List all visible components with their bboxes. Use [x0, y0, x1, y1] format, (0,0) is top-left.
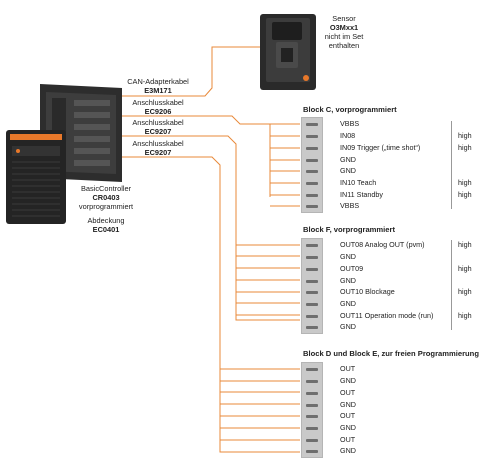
- controller-note: vorprogrammiert: [78, 202, 134, 211]
- can-cable-wire: [118, 46, 262, 97]
- block-f-pin-7: OUT11 Operation mode (run): [340, 311, 434, 320]
- block-f-title: Block F, vorprogrammiert: [303, 225, 395, 234]
- block-f-fanout: [236, 244, 300, 316]
- block-f-level-7: high: [458, 311, 472, 320]
- block-f-terminal: [301, 238, 323, 334]
- block-de-pin-3: OUT: [340, 388, 356, 397]
- cable-code-de: EC9207: [144, 148, 172, 157]
- block-c-level-7: high: [458, 190, 472, 199]
- block-c-pin-2: IN08: [340, 131, 356, 140]
- cable-code-c: EC9206: [144, 107, 172, 116]
- block-f-cable-wire: [120, 135, 300, 321]
- block-c-pin-3: IN09 Trigger („time shot“): [340, 143, 421, 152]
- block-c-terminal: [301, 117, 323, 213]
- block-f-pin-8: GND: [340, 322, 356, 331]
- block-c-level-2: high: [458, 131, 472, 140]
- block-de-terminal: [301, 362, 323, 458]
- block-f-pin-2: GND: [340, 252, 356, 261]
- sensor-note-line1: nicht im Set: [324, 32, 364, 41]
- block-f-pin-6: GND: [340, 299, 356, 308]
- cable-label-de: Anschlusskabel: [132, 139, 184, 148]
- cable-label-f: Anschlusskabel: [132, 118, 184, 127]
- block-f-pin-4: GND: [340, 276, 356, 285]
- controller-label: BasicController: [80, 184, 132, 193]
- block-c-level-3: high: [458, 143, 472, 152]
- block-c-level-6: high: [458, 178, 472, 187]
- block-de-pin-1: OUT: [340, 364, 356, 373]
- block-c-pin-7: IN11 Standby: [340, 190, 384, 199]
- block-de-cable-wire: [120, 156, 300, 453]
- block-c-title: Block C, vorprogrammiert: [303, 105, 397, 114]
- cable-label-c: Anschlusskabel: [132, 98, 184, 107]
- block-de-pin-4: GND: [340, 400, 356, 409]
- block-c-pin-1: VBBS: [340, 119, 360, 128]
- block-c-pin-5: GND: [340, 166, 356, 175]
- block-de-pin-6: GND: [340, 423, 356, 432]
- sensor-code: O3Mxx1: [329, 23, 359, 32]
- block-de-pin-2: GND: [340, 376, 356, 385]
- block-f-pin-1: OUT08 Analog OUT (pvm): [340, 240, 425, 249]
- block-c-divider: [451, 121, 452, 209]
- block-de-pin-5: OUT: [340, 411, 356, 420]
- block-de-pin-8: GND: [340, 446, 356, 455]
- block-c-fanout: [269, 124, 300, 207]
- sensor-label: Sensor: [332, 14, 356, 23]
- block-c-pin-6: IN10 Teach: [340, 178, 377, 187]
- block-c-pin-4: GND: [340, 155, 356, 164]
- cable-code-can: E3M171: [144, 86, 172, 95]
- block-de-fanout: [220, 368, 300, 441]
- cable-label-can: CAN-Adapterkabel: [127, 77, 189, 86]
- sensor-note-line2: enthalten: [328, 41, 360, 50]
- block-f-pin-3: OUT09: [340, 264, 364, 273]
- block-f-level-5: high: [458, 287, 472, 296]
- block-c-pin-8: VBBS: [340, 201, 360, 210]
- sensor-device-image: [260, 14, 316, 90]
- controller-code: CR0403: [92, 193, 120, 202]
- block-f-pin-5: OUT10 Blockage: [340, 287, 395, 296]
- block-de-title: Block D und Block E, zur freien Programm…: [303, 349, 479, 358]
- cover-label: Abdeckung: [87, 216, 125, 225]
- cable-code-f: EC9207: [144, 127, 172, 136]
- block-f-level-1: high: [458, 240, 472, 249]
- block-f-level-3: high: [458, 264, 472, 273]
- cover-code: EC0401: [92, 225, 120, 234]
- block-de-pin-7: OUT: [340, 435, 356, 444]
- block-f-divider: [451, 240, 452, 330]
- cover-device-image: [6, 130, 66, 224]
